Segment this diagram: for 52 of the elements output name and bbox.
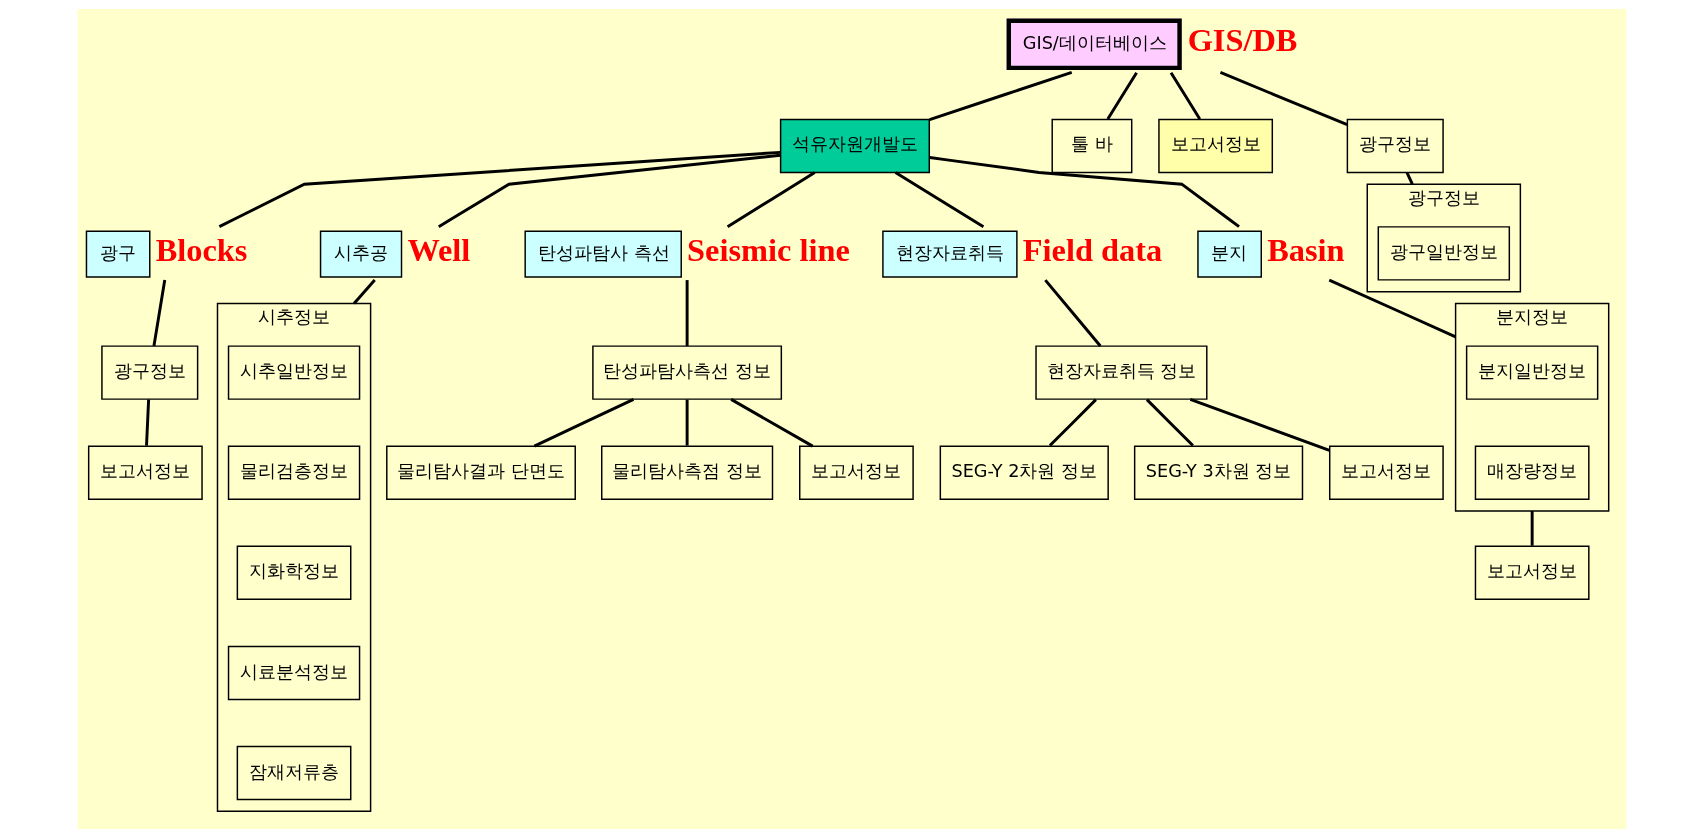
node-box: 보고서정보 [1328,445,1444,500]
node-box: 현장자료취득 정보 [1034,344,1208,400]
connector [1169,71,1201,120]
connector [685,399,689,446]
connector [1328,278,1456,338]
node-box: SEG-Y 2차원 정보 [939,445,1109,500]
node-box: 보고서정보 [798,445,914,500]
node-box: 잠재저류층 [236,745,351,800]
node-label: GIS/DB [1187,21,1297,58]
node-box: 물리검층정보 [227,445,360,500]
node-label: Well [406,231,470,268]
connector [218,150,780,228]
connector [1189,397,1330,452]
node-box: 보고서정보 [87,445,203,500]
node-box: 툴 바 [1051,118,1132,173]
node-box: 탄성파탐사측선 정보 [591,344,782,400]
connector [533,397,634,447]
connector [729,397,813,447]
node-label: Blocks [155,231,247,268]
connector [1219,70,1348,126]
node-box: 보고서정보 [1157,118,1273,173]
node-label: Basin [1266,231,1345,268]
connector [144,399,150,446]
connector [726,170,815,228]
node-box: 물리탐사측점 정보 [600,445,773,500]
node-box: 광구일반정보 [1377,225,1510,281]
node-label: Field data [1022,231,1162,268]
node-box: SEG-Y 3차원 정보 [1133,445,1303,500]
connector [929,155,1240,228]
connector [894,170,984,228]
node-box: 보고서정보 [1474,545,1590,600]
connector [1145,398,1194,447]
node-box: 광구정보 [1346,118,1444,173]
connector [1048,398,1097,447]
node-box: 분지일반정보 [1465,344,1598,400]
connector [1530,510,1534,546]
node-box: 시료분석정보 [227,645,360,700]
connector [1106,71,1138,120]
node-box: 광구정보 [100,344,198,400]
node-box: 지화학정보 [236,545,351,600]
connector [437,153,780,228]
connector [1043,278,1101,347]
node-box: 석유자원개발도 [779,118,930,173]
node-box: 시추일반정보 [227,344,360,400]
node-label: Seismic line [686,231,850,268]
connector [151,279,166,346]
connector [685,279,689,346]
connector [352,278,376,304]
connector [1405,171,1414,185]
node-box: 물리탐사결과 단면도 [385,445,576,500]
node-box: 매장량정보 [1474,445,1590,500]
connector [928,70,1072,121]
